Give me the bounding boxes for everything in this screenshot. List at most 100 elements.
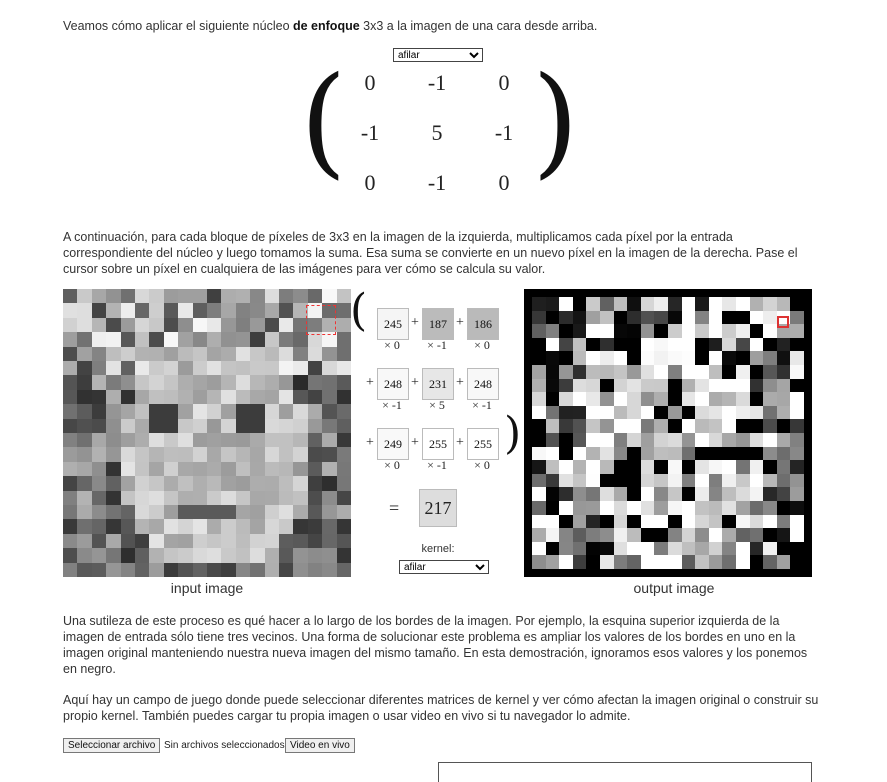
pixel[interactable]	[178, 533, 193, 549]
pixel[interactable]	[681, 419, 696, 433]
pixel[interactable]	[790, 310, 804, 325]
kernel-cell[interactable]: -1	[427, 170, 447, 195]
pixel[interactable]	[763, 473, 777, 488]
pixel[interactable]	[106, 418, 121, 433]
pixel[interactable]	[120, 317, 135, 333]
pixel[interactable]	[192, 346, 207, 361]
pixel[interactable]	[654, 405, 668, 420]
pixel[interactable]	[736, 487, 750, 501]
pixel[interactable]	[178, 432, 193, 448]
pixel[interactable]	[235, 519, 251, 534]
pixel[interactable]	[250, 562, 265, 577]
pixel[interactable]	[163, 418, 179, 433]
pixel[interactable]	[640, 324, 655, 338]
pixel[interactable]	[790, 501, 804, 515]
pixel[interactable]	[235, 332, 251, 347]
pixel[interactable]	[627, 405, 641, 420]
pixel[interactable]	[307, 360, 323, 376]
pixel[interactable]	[586, 487, 600, 501]
pixel[interactable]	[235, 476, 251, 491]
pixel[interactable]	[250, 389, 265, 405]
pixel[interactable]	[63, 490, 78, 505]
pixel[interactable]	[572, 324, 587, 338]
pixel[interactable]	[600, 446, 614, 461]
pixel[interactable]	[192, 432, 207, 448]
pixel[interactable]	[178, 317, 193, 333]
pixel[interactable]	[178, 389, 193, 405]
pixel[interactable]	[749, 541, 764, 556]
pixel[interactable]	[250, 548, 265, 563]
pixel[interactable]	[790, 473, 804, 488]
pixel[interactable]	[221, 389, 236, 405]
pixel[interactable]	[749, 501, 764, 515]
pixel[interactable]	[627, 297, 641, 311]
pixel[interactable]	[790, 528, 804, 542]
kernel-select-bottom[interactable]: afilar	[399, 560, 489, 574]
pixel[interactable]	[640, 460, 655, 474]
pixel[interactable]	[640, 351, 655, 365]
pixel[interactable]	[749, 555, 764, 569]
pixel[interactable]	[613, 337, 628, 352]
pixel[interactable]	[235, 360, 251, 376]
pixel[interactable]	[708, 541, 723, 556]
pixel[interactable]	[763, 528, 777, 542]
pixel[interactable]	[221, 360, 236, 376]
pixel[interactable]	[763, 446, 777, 461]
pixel[interactable]	[790, 297, 804, 311]
pixel[interactable]	[559, 541, 573, 556]
pixel[interactable]	[749, 392, 764, 406]
pixel[interactable]	[250, 360, 265, 376]
pixel[interactable]	[640, 501, 655, 515]
pixel[interactable]	[763, 419, 777, 433]
pixel[interactable]	[640, 487, 655, 501]
pixel[interactable]	[91, 432, 107, 448]
pixel[interactable]	[654, 378, 668, 393]
pixel[interactable]	[668, 378, 682, 393]
pixel[interactable]	[322, 504, 337, 520]
pixel[interactable]	[586, 297, 600, 311]
pixel[interactable]	[640, 555, 655, 569]
pixel[interactable]	[722, 324, 736, 338]
pixel[interactable]	[668, 337, 682, 352]
pixel[interactable]	[221, 317, 236, 333]
kernel-cell[interactable]: 0	[498, 70, 510, 95]
pixel[interactable]	[163, 548, 179, 563]
pixel[interactable]	[708, 405, 723, 420]
pixel[interactable]	[293, 375, 308, 390]
pixel[interactable]	[668, 446, 682, 461]
pixel[interactable]	[668, 473, 682, 488]
pixel[interactable]	[722, 419, 736, 433]
pixel[interactable]	[600, 337, 614, 352]
pixel[interactable]	[749, 324, 764, 338]
pixel[interactable]	[627, 514, 641, 529]
pixel[interactable]	[654, 337, 668, 352]
pixel[interactable]	[235, 461, 251, 477]
pixel[interactable]	[120, 447, 135, 462]
kernel-cell[interactable]: 0	[364, 170, 376, 195]
kernel-cell[interactable]: -1	[360, 120, 380, 145]
pixel[interactable]	[235, 432, 251, 448]
pixel[interactable]	[63, 562, 78, 577]
pixel[interactable]	[640, 514, 655, 529]
pixel[interactable]	[654, 365, 668, 379]
live-video-button[interactable]: Video en vivo	[285, 738, 355, 753]
pixel[interactable]	[120, 562, 135, 577]
pixel[interactable]	[736, 365, 750, 379]
pixel[interactable]	[77, 346, 92, 361]
pixel[interactable]	[708, 446, 723, 461]
pixel[interactable]	[336, 562, 351, 577]
pixel[interactable]	[134, 432, 150, 448]
pixel[interactable]	[722, 514, 736, 529]
pixel[interactable]	[134, 504, 150, 520]
pixel[interactable]	[120, 461, 135, 477]
pixel[interactable]	[206, 447, 222, 462]
pixel[interactable]	[559, 528, 573, 542]
pixel[interactable]	[586, 351, 600, 365]
pixel[interactable]	[640, 473, 655, 488]
pixel[interactable]	[192, 289, 207, 304]
pixel[interactable]	[736, 514, 750, 529]
pixel[interactable]	[763, 501, 777, 515]
pixel[interactable]	[600, 555, 614, 569]
pixel[interactable]	[264, 490, 279, 505]
pixel[interactable]	[776, 460, 791, 474]
